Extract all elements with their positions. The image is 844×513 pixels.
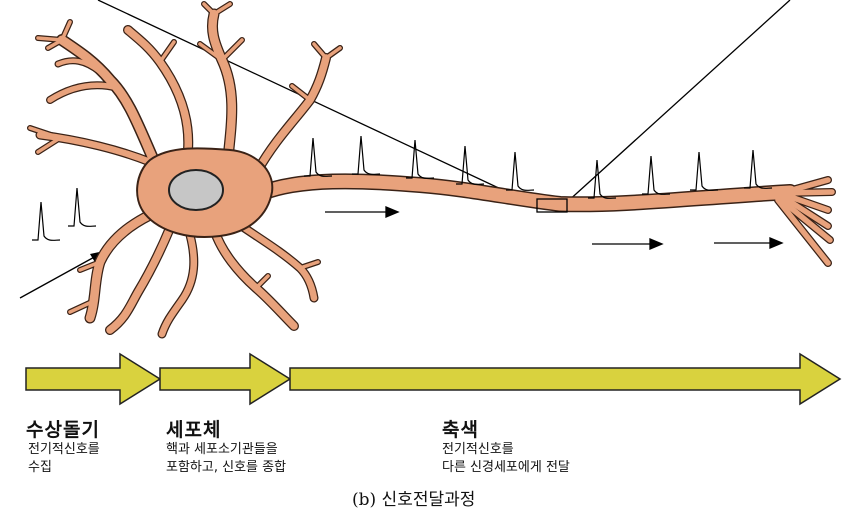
axon-desc-line1: 전기적신호를	[442, 440, 514, 460]
spike-3	[304, 138, 332, 176]
spike-7	[506, 152, 534, 190]
figure-caption: (b) 신호전달과정	[352, 485, 475, 510]
dendrite-desc-line1: 전기적신호를	[28, 440, 100, 460]
stage-arrow-soma	[160, 354, 290, 404]
stage-arrow-axon	[290, 354, 840, 404]
stage-arrow-dendrite	[26, 354, 160, 404]
stage-arrows	[26, 354, 840, 404]
spike-5	[406, 140, 434, 178]
spike-4	[352, 136, 380, 174]
nucleus	[169, 170, 223, 210]
spike-1	[32, 202, 60, 240]
propagation-arrows	[325, 207, 782, 249]
axon-title: 축색	[442, 415, 479, 442]
neuron	[30, 4, 832, 334]
spike-10	[690, 152, 718, 190]
soma-title: 세포체	[166, 415, 221, 442]
soma-desc-line2: 포함하고, 신호를 종합	[166, 458, 286, 478]
soma-desc-line1: 핵과 세포소기관들을	[166, 440, 278, 460]
axon-desc-line2: 다른 신경세포에게 전달	[442, 458, 570, 478]
dendrite-desc-line2: 수집	[28, 458, 52, 478]
spike-9	[642, 156, 670, 194]
dendrite-title: 수상돌기	[26, 415, 100, 442]
spike-2	[68, 188, 96, 226]
spike-11	[744, 150, 772, 188]
